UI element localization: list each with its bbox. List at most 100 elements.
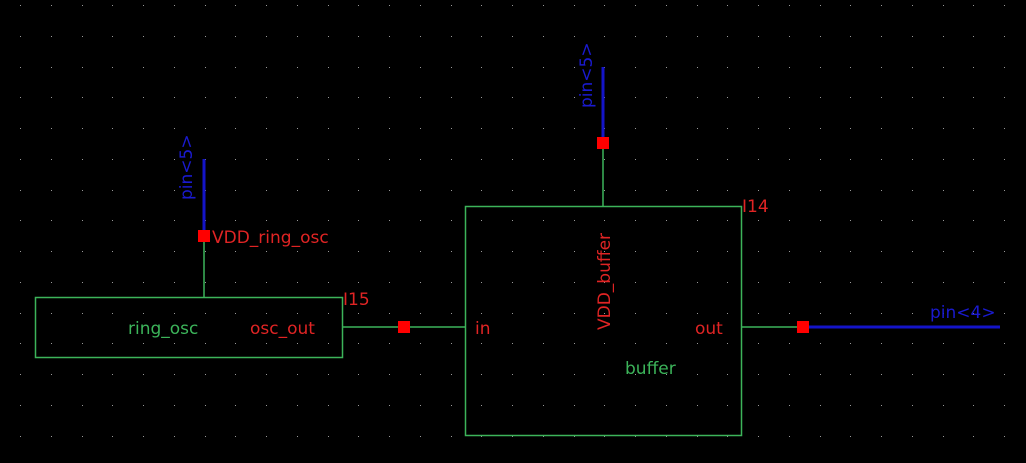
pin-marker-osc-net[interactable]: [398, 321, 410, 333]
grid-dot: [235, 36, 236, 37]
grid-dot: [451, 36, 452, 37]
grid-dot: [789, 67, 790, 68]
grid-dot: [358, 405, 359, 406]
grid-dot: [1004, 374, 1005, 375]
grid-dot: [789, 5, 790, 6]
grid-dot: [666, 5, 667, 6]
grid-dot: [297, 374, 298, 375]
grid-dot: [635, 128, 636, 129]
grid-dot: [604, 190, 605, 191]
ring-osc-pin-osc-out-label: osc_out: [250, 319, 315, 339]
grid-dot: [389, 5, 390, 6]
grid-dot: [389, 436, 390, 437]
instance-buffer[interactable]: buffer in out VDD_buffer I14: [464, 197, 769, 437]
grid-dot: [820, 251, 821, 252]
grid-dot: [481, 128, 482, 129]
grid-dot: [758, 67, 759, 68]
grid-dot: [205, 343, 206, 344]
grid-dot: [820, 374, 821, 375]
grid-dot: [973, 405, 974, 406]
grid-dot: [174, 67, 175, 68]
buffer-box[interactable]: [464, 205, 743, 437]
grid-dot: [850, 128, 851, 129]
grid-dot: [1004, 343, 1005, 344]
grid-dot: [82, 97, 83, 98]
grid-dot: [266, 5, 267, 6]
grid-dot: [20, 282, 21, 283]
grid-dot: [82, 313, 83, 314]
grid-dot: [143, 159, 144, 160]
grid-dot: [20, 405, 21, 406]
grid-dot: [358, 36, 359, 37]
grid-dot: [266, 190, 267, 191]
instance-ring-osc[interactable]: ring_osc osc_out I15: [34, 290, 370, 359]
grid-dot: [635, 36, 636, 37]
grid-dot: [174, 282, 175, 283]
grid-dot: [420, 5, 421, 6]
pin-marker-vdd-buffer[interactable]: [597, 137, 609, 149]
grid-dot: [82, 343, 83, 344]
grid-dot: [789, 251, 790, 252]
grid-dot: [758, 343, 759, 344]
grid-dot: [481, 220, 482, 221]
grid-dot: [389, 36, 390, 37]
grid-dot: [697, 220, 698, 221]
grid-dot: [51, 374, 52, 375]
pin-marker-vdd-ring[interactable]: [198, 230, 210, 242]
grid-dot: [850, 251, 851, 252]
grid-dot: [574, 405, 575, 406]
grid-dot: [850, 313, 851, 314]
buffer-instance-name: I14: [742, 197, 769, 217]
grid-dot: [543, 313, 544, 314]
grid-dot: [143, 374, 144, 375]
grid-dot: [451, 282, 452, 283]
grid-dot: [666, 405, 667, 406]
grid-dot: [205, 5, 206, 6]
grid-dot: [697, 405, 698, 406]
grid-dot: [1004, 97, 1005, 98]
grid-dot: [328, 97, 329, 98]
grid-dot: [820, 405, 821, 406]
grid-dot: [697, 159, 698, 160]
grid-dot: [481, 36, 482, 37]
grid-dot: [1004, 313, 1005, 314]
grid-dot: [420, 67, 421, 68]
grid-dot: [481, 282, 482, 283]
grid-dot: [358, 374, 359, 375]
grid-dot: [51, 190, 52, 191]
grid-dot: [820, 5, 821, 6]
grid-dot: [697, 313, 698, 314]
grid-dot: [758, 190, 759, 191]
grid-dot: [20, 220, 21, 221]
grid-dot: [512, 343, 513, 344]
grid-dot: [543, 220, 544, 221]
grid-dot: [727, 282, 728, 283]
grid-dot: [574, 128, 575, 129]
grid-dot: [205, 282, 206, 283]
grid-dot: [143, 190, 144, 191]
grid-dot: [604, 159, 605, 160]
grid-dot: [850, 159, 851, 160]
grid-dot: [389, 220, 390, 221]
grid-dot: [973, 282, 974, 283]
grid-dot: [389, 251, 390, 252]
grid-dot: [174, 159, 175, 160]
grid-dot: [758, 159, 759, 160]
grid-dot: [235, 282, 236, 283]
grid-dot: [758, 97, 759, 98]
grid-dot: [912, 67, 913, 68]
grid-dot: [635, 343, 636, 344]
grid-dot: [727, 97, 728, 98]
grid-dot: [881, 190, 882, 191]
grid-dot: [235, 313, 236, 314]
grid-dot: [328, 282, 329, 283]
grid-dot: [205, 436, 206, 437]
grid-dot: [758, 282, 759, 283]
pin-marker-out[interactable]: [797, 321, 809, 333]
grid-dot: [604, 374, 605, 375]
grid-dot: [82, 67, 83, 68]
grid-dot: [789, 220, 790, 221]
grid-dot: [205, 405, 206, 406]
grid-dot: [389, 190, 390, 191]
